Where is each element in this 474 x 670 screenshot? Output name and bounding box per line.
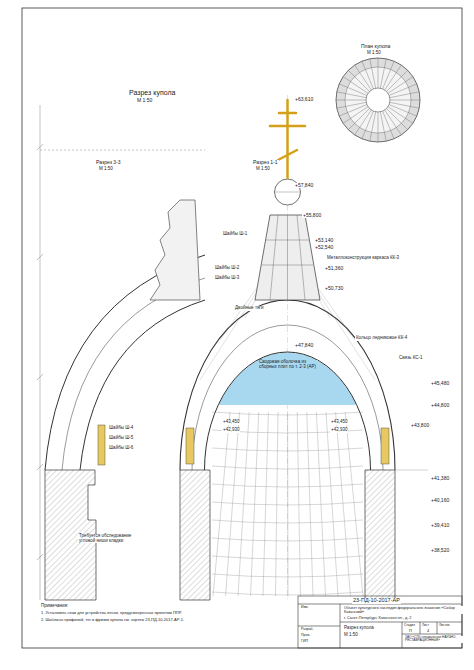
- plan-rib: [337, 102, 366, 108]
- plan-rib: [380, 59, 386, 88]
- elevation-mark: +45,480: [430, 381, 450, 386]
- elevation-mark: +47,840: [294, 343, 314, 348]
- elevation-mark: +63,610: [294, 97, 314, 102]
- plan-rib: [390, 100, 420, 101]
- plan-rib: [362, 61, 373, 89]
- annotation: Шайбы Ш-6: [108, 446, 134, 451]
- plan-rib: [339, 105, 367, 116]
- annotation: П: [408, 629, 413, 633]
- elevation-mark: +53,140: [314, 238, 334, 243]
- elevation-mark: +43,450: [330, 420, 348, 425]
- plan-rib: [337, 92, 366, 98]
- plan-rib: [390, 102, 419, 108]
- annotation: Шайбы Ш-5: [108, 436, 134, 441]
- elevation-mark: +38,520: [430, 548, 450, 553]
- annotation: Разраб.: [300, 628, 315, 632]
- annotation: Шайбы Ш-1: [222, 232, 248, 237]
- annotation: М 1:50: [343, 633, 359, 638]
- elevation-mark: +44,800: [430, 403, 450, 408]
- plan-rib: [389, 84, 417, 95]
- plan-rib: [370, 59, 376, 88]
- elevation-mark: +51,360: [324, 266, 344, 271]
- annotation: Стадия: [403, 624, 416, 627]
- plan-rib: [380, 112, 386, 141]
- annotation: Шайбы Ш-2: [214, 266, 240, 271]
- coffer-line: [326, 412, 338, 596]
- annotation: М 1:50: [255, 167, 271, 172]
- annotation: 4: [426, 629, 430, 633]
- coffer-line: [212, 556, 363, 559]
- coffer-line: [263, 412, 268, 596]
- annotation: Разрез купола: [343, 626, 375, 631]
- coffer-line: [212, 502, 363, 505]
- elevation-mark: +52,540: [314, 245, 334, 250]
- coffer-line: [212, 592, 363, 595]
- coffer-line: [226, 412, 240, 596]
- plan-rib: [386, 70, 407, 91]
- annotation: 1. Установить сваи для устройства лесов,…: [40, 611, 292, 615]
- annotation: Сводовая оболочка из сборных плит по т. …: [258, 360, 318, 369]
- elevation-mark: +57,840: [294, 183, 314, 188]
- annotation: Шайбы Ш-3: [214, 276, 240, 281]
- annotation: Примечания:: [40, 604, 69, 609]
- elevation-mark: +42,930: [330, 428, 348, 433]
- plan-rib: [383, 111, 394, 139]
- plan-rib: [386, 108, 407, 129]
- plan-rib: [390, 92, 419, 98]
- elevation-mark: +43,450: [222, 420, 240, 425]
- plan-rib: [336, 100, 366, 101]
- annotation: 2. Шаблоны профилей, тяг и фризов купола…: [40, 618, 185, 622]
- coffer-line: [251, 412, 259, 596]
- annotation: Объект культурного наследия федерального…: [343, 606, 463, 614]
- coffer-line: [307, 412, 313, 596]
- coffer-line: [336, 412, 351, 596]
- coffer-line: [212, 538, 363, 541]
- annotation: М 1:50: [98, 167, 114, 172]
- plan-rib: [378, 112, 379, 142]
- annotation: Лист: [421, 624, 430, 627]
- annotation: Металлоконструкция каркаса КК-3: [326, 256, 400, 261]
- annotation: 23-ПД-10-2017-АР: [352, 598, 401, 604]
- plan-rib: [370, 112, 376, 141]
- annotation: Шайбы Ш-4: [108, 426, 134, 431]
- plan-rib: [348, 108, 369, 129]
- annotation: Пров.: [300, 634, 311, 638]
- coffer-line: [297, 412, 300, 596]
- elevation-mark: +39,410: [430, 523, 450, 528]
- elevation-mark: +42,930: [222, 428, 240, 433]
- coffer-line: [212, 520, 363, 523]
- annotation: Двойные тяги: [234, 306, 265, 311]
- annotation: Кольцо ледниковое КК-4: [355, 336, 408, 341]
- annotation: Разрез 1-1: [252, 160, 279, 165]
- sheet-title: Разрез купола: [128, 89, 176, 96]
- annotation: ГИП: [300, 640, 309, 644]
- coffer-line: [276, 412, 279, 596]
- annotation: Требуется обследование угловой ниши клад…: [78, 534, 135, 543]
- plan-rib: [348, 70, 369, 91]
- coffer-line: [345, 412, 363, 596]
- elevation-mark: +50,730: [324, 286, 344, 291]
- elevation-mark: +40,160: [430, 498, 450, 503]
- coffer-line: [316, 412, 325, 596]
- annotation: ЗАО «СПб специальные НАУЧНО-РЕСТАВРАЦИОН…: [404, 636, 463, 643]
- annotation: Разрез 3-3: [95, 160, 122, 165]
- annotation: М 1:50: [136, 98, 153, 103]
- coffer-line: [287, 412, 288, 596]
- coffer-line: [212, 574, 363, 577]
- annotation: г. Санкт-Петербург, Казанская пл., д. 2: [343, 616, 412, 620]
- annotation: Изм.: [300, 606, 310, 610]
- coffer-line: [238, 412, 249, 596]
- elevation-mark: +43,800: [410, 423, 430, 428]
- annotation: Связь КС-1: [398, 356, 424, 361]
- annotation: М 1:50: [366, 51, 382, 56]
- plan-rib: [378, 58, 379, 88]
- annotation: Листов: [438, 624, 450, 627]
- elevation-mark: +55,800: [302, 213, 322, 218]
- coffer-line: [212, 484, 363, 487]
- annotation: План купола: [360, 44, 391, 49]
- elevation-mark: +41,380: [430, 476, 450, 481]
